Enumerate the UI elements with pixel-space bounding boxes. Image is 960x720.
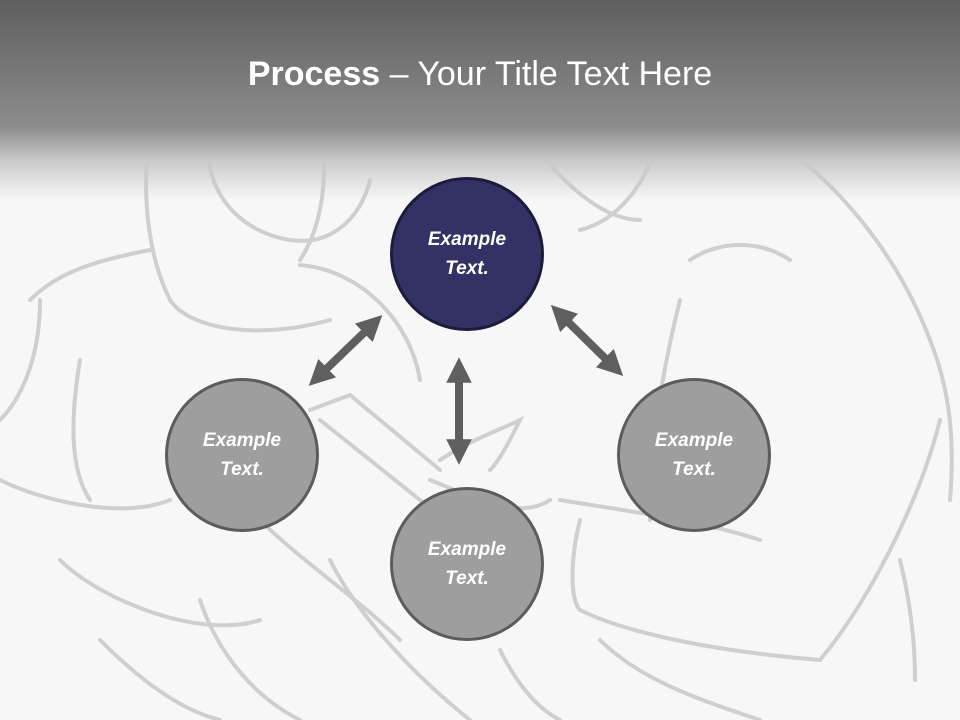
title-separator: – (380, 55, 418, 93)
process-node-left-label: Example Text. (187, 426, 297, 484)
node-right-line2: Text. (672, 459, 716, 480)
title-rest: Your Title Text Here (417, 55, 713, 93)
process-node-bottom[interactable]: Example Text. (390, 487, 544, 641)
node-top-line1: Example (427, 229, 507, 250)
arrow-top-right (550, 305, 624, 376)
arrow-top-left (308, 315, 383, 386)
process-node-top[interactable]: Example Text. (390, 177, 544, 331)
node-bottom-line2: Text. (445, 568, 489, 589)
title-bar (0, 0, 960, 200)
process-node-bottom-label: Example Text. (412, 535, 522, 593)
process-node-top-label: Example Text. (412, 225, 522, 283)
title-bold: Process (247, 55, 381, 93)
node-top-line2: Text. (445, 258, 489, 279)
process-node-left[interactable]: Example Text. (165, 378, 319, 532)
node-left-line2: Text. (220, 459, 264, 480)
node-left-line1: Example (202, 430, 282, 451)
node-right-line1: Example (654, 430, 734, 451)
process-node-right-label: Example Text. (639, 426, 749, 484)
slide-title: Process – Your Title Text Here (0, 52, 960, 96)
process-node-right[interactable]: Example Text. (617, 378, 771, 532)
node-bottom-line1: Example (427, 539, 507, 560)
